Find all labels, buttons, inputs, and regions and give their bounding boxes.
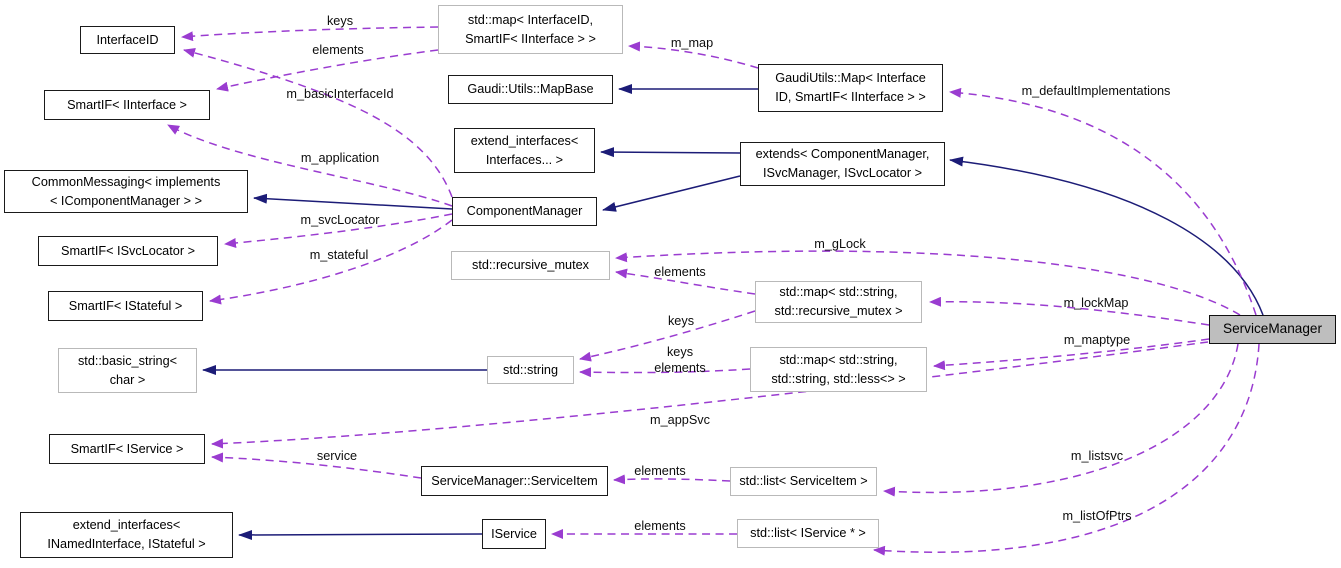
node-std-string: std::string <box>487 356 574 384</box>
edge-label-m-stateful: m_stateful <box>309 248 369 262</box>
edge-inherit-iservice-extendinterfaces <box>238 529 483 540</box>
node-std-list-serviceitem: std::list< ServiceItem > <box>730 467 877 496</box>
edge-elements-map-smartif-iinterface <box>216 49 439 92</box>
edge-label-service: service <box>316 449 358 463</box>
edge-label-keys-top: keys <box>326 14 354 28</box>
node-extends-box[interactable]: extends< ComponentManager, ISvcManager, … <box>740 142 945 186</box>
node-std-map-string-string: std::map< std::string, std::string, std:… <box>750 347 927 392</box>
edge-elements-list-serviceitem <box>613 474 731 485</box>
edge-label-elements-maptype: elements <box>654 361 706 375</box>
edge-keys-lockmap-string <box>579 310 756 362</box>
edge-m-listsvc <box>883 343 1239 497</box>
edge-m-stateful <box>209 219 453 305</box>
node-smartif-isvclocator[interactable]: SmartIF< ISvcLocator > <box>38 236 218 266</box>
node-servicemanager-serviceitem[interactable]: ServiceManager::ServiceItem <box>421 466 608 496</box>
edge-label-m-map: m_map <box>670 36 714 50</box>
edge-label-keys-maptype: keys <box>666 345 694 359</box>
node-gaudi-utils-mapbase[interactable]: Gaudi::Utils::MapBase <box>448 75 613 104</box>
edge-label-elements-top: elements <box>312 43 364 57</box>
node-extend-interfaces-dots[interactable]: extend_interfaces< Interfaces... > <box>454 128 595 173</box>
edge-m-map <box>628 41 759 69</box>
edge-m-basicinterfaceid <box>183 48 453 198</box>
node-std-map-interfaceid: std::map< InterfaceID, SmartIF< IInterfa… <box>438 5 623 54</box>
node-std-list-iservice-ptr: std::list< IService * > <box>737 519 879 548</box>
edge-label-m-lockmap: m_lockMap <box>1063 296 1129 310</box>
node-smartif-istateful[interactable]: SmartIF< IStateful > <box>48 291 203 321</box>
node-smartif-iinterface[interactable]: SmartIF< IInterface > <box>44 90 210 120</box>
edge-label-keys-lockmap: keys <box>667 314 695 328</box>
edge-label-m-basicinterfaceid: m_basicInterfaceId <box>286 87 394 101</box>
node-std-recursive-mutex: std::recursive_mutex <box>451 251 610 280</box>
edge-m-defaultimplementations <box>949 87 1257 316</box>
node-std-basic-string: std::basic_string< char > <box>58 348 197 393</box>
edge-m-maptype <box>933 338 1210 371</box>
node-gaudiutils-map[interactable]: GaudiUtils::Map< Interface ID, SmartIF< … <box>758 64 943 112</box>
edge-label-elements-iservice: elements <box>634 519 686 533</box>
edge-m-listofptrs <box>873 343 1260 556</box>
edge-label-elements-serviceitem: elements <box>634 464 686 478</box>
edge-m-glock <box>615 250 1241 316</box>
node-interfaceid[interactable]: InterfaceID <box>80 26 175 54</box>
edge-m-appsvc <box>211 341 1209 449</box>
node-smartif-iservice[interactable]: SmartIF< IService > <box>49 434 205 464</box>
edge-label-m-appsvc: m_appSvc <box>650 413 710 427</box>
edge-keys-map-interfaceid <box>181 26 439 42</box>
edge-label-m-svclocator: m_svcLocator <box>300 213 380 227</box>
edge-elements-map-mutex <box>615 268 756 295</box>
node-commonmessaging[interactable]: CommonMessaging< implements < IComponent… <box>4 170 248 213</box>
node-iservice[interactable]: IService <box>482 519 546 549</box>
edge-label-m-listofptrs: m_listOfPtrs <box>1062 509 1132 523</box>
edge-inherit-servicemanager-extends <box>949 156 1264 316</box>
edge-label-m-glock: m_gLock <box>814 237 866 251</box>
edge-inherit-extends-componentmanager <box>602 175 741 212</box>
edge-label-elements-mutex: elements <box>654 265 706 279</box>
node-extend-interfaces-inamed[interactable]: extend_interfaces< INamedInterface, ISta… <box>20 512 233 558</box>
node-componentmanager[interactable]: ComponentManager <box>452 197 597 226</box>
edge-label-m-defaultimplementations: m_defaultImplementations <box>1021 84 1171 98</box>
edge-m-lockmap <box>929 296 1210 326</box>
edge-inherit-componentmanager-commonmessaging <box>253 193 453 210</box>
node-servicemanager: ServiceManager <box>1209 315 1336 344</box>
edge-label-m-maptype: m_maptype <box>1063 333 1131 347</box>
node-std-map-string-mutex: std::map< std::string, std::recursive_mu… <box>755 281 922 323</box>
edge-label-m-listsvc: m_listsvc <box>1070 449 1124 463</box>
edge-inherit-extends-extendinterfaces <box>600 147 741 158</box>
edge-m-application <box>167 124 453 207</box>
edge-label-m-application: m_application <box>300 151 380 165</box>
edge-keys-elements-maptype-string <box>579 367 751 378</box>
